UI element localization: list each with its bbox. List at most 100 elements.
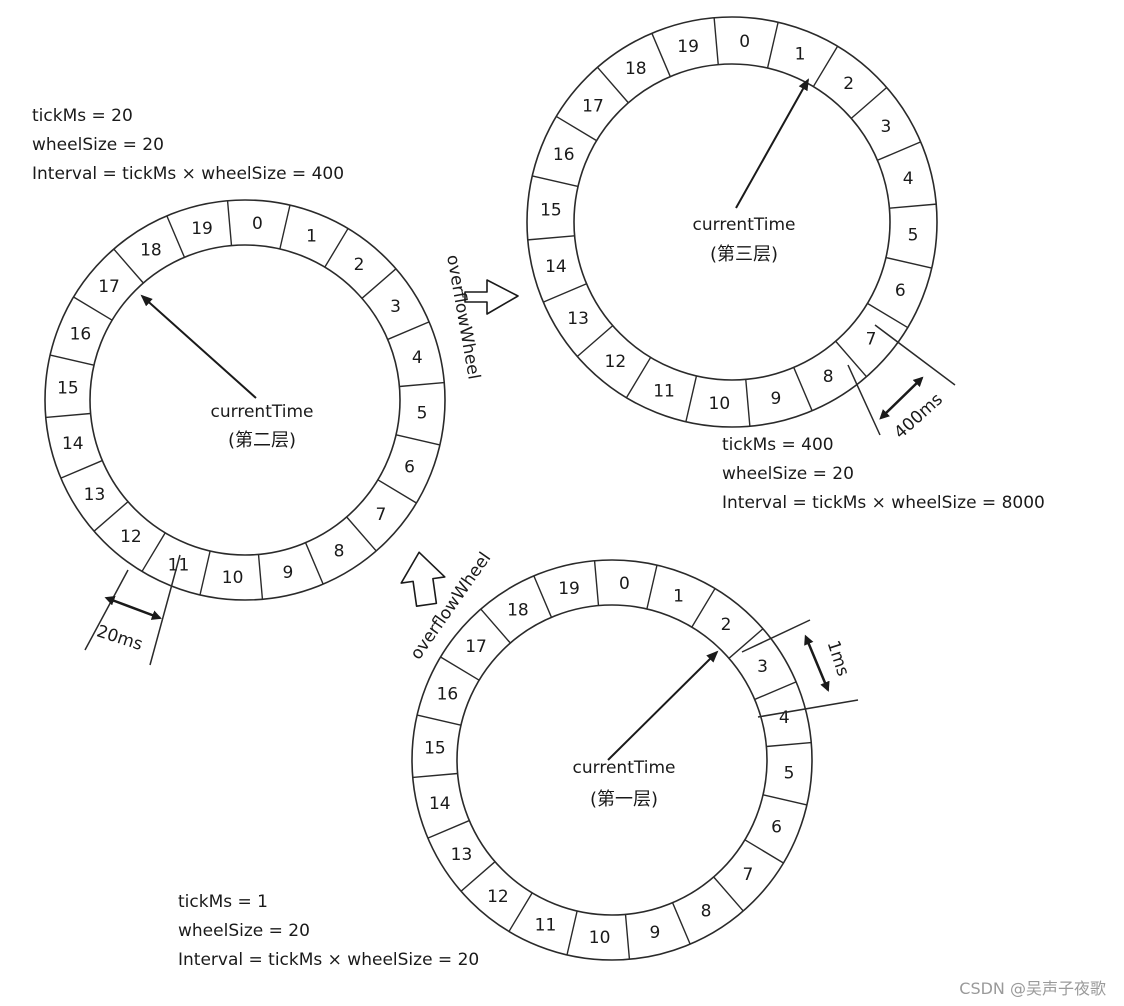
slot-divider xyxy=(440,656,480,681)
slot-divider xyxy=(877,141,921,161)
slot-label-16: 16 xyxy=(437,685,459,705)
layer-label: (第三层) xyxy=(710,244,778,265)
slot-label-17: 17 xyxy=(582,96,604,116)
slot-label-4: 4 xyxy=(779,708,790,728)
param-wheelsize: wheelSize = 20 xyxy=(32,135,164,155)
slot-divider xyxy=(226,200,233,246)
slot-divider xyxy=(45,412,91,419)
slot-divider xyxy=(257,554,264,600)
slot-label-10: 10 xyxy=(589,928,611,948)
slot-label-2: 2 xyxy=(354,255,365,275)
slot-divider xyxy=(377,479,417,504)
slot-divider xyxy=(744,839,784,864)
slot-label-10: 10 xyxy=(709,394,731,414)
slot-label-19: 19 xyxy=(558,579,580,599)
slot-divider xyxy=(713,876,744,912)
slot-label-5: 5 xyxy=(417,403,428,423)
slot-label-8: 8 xyxy=(701,902,712,922)
slot-divider xyxy=(812,45,839,87)
current-time-label: currentTime xyxy=(211,402,314,422)
slot-divider xyxy=(141,532,166,572)
wheel-layer-1-params: tickMs = 1 wheelSize = 20 Interval = tic… xyxy=(178,892,479,970)
slot-label-5: 5 xyxy=(784,763,795,783)
slot-divider xyxy=(361,268,397,299)
tick-span-indicator: 400ms xyxy=(847,324,956,443)
slot-label-0: 0 xyxy=(252,214,263,234)
slot-divider xyxy=(745,379,751,427)
slot-label-11: 11 xyxy=(653,381,675,401)
slot-label-3: 3 xyxy=(390,297,401,317)
slot-label-11: 11 xyxy=(168,556,190,576)
slot-label-13: 13 xyxy=(451,845,473,865)
slot-divider xyxy=(646,564,658,610)
slot-divider xyxy=(543,283,587,303)
slot-label-8: 8 xyxy=(334,542,345,562)
slot-label-18: 18 xyxy=(625,59,647,79)
param-interval: Interval = tickMs × wheelSize = 20 xyxy=(178,950,479,970)
slot-divider xyxy=(166,215,186,258)
slot-divider xyxy=(555,115,597,142)
slot-label-15: 15 xyxy=(57,379,79,399)
slot-divider xyxy=(527,235,575,241)
slot-label-9: 9 xyxy=(650,923,661,943)
slot-label-5: 5 xyxy=(908,226,919,246)
current-time-label: currentTime xyxy=(573,758,676,778)
slot-divider xyxy=(885,256,932,269)
slot-label-6: 6 xyxy=(771,817,782,837)
current-time-pointer xyxy=(735,78,809,209)
slot-divider xyxy=(73,296,113,321)
slot-label-7: 7 xyxy=(866,330,877,350)
tick-span-indicator: 20ms xyxy=(84,554,181,666)
slot-label-14: 14 xyxy=(429,794,451,814)
slot-divider xyxy=(766,741,812,748)
slot-divider xyxy=(593,560,600,606)
slot-label-13: 13 xyxy=(84,485,106,505)
tick-span-label: 1ms xyxy=(823,638,853,679)
slot-label-16: 16 xyxy=(70,325,92,345)
slot-divider xyxy=(460,861,496,892)
slot-divider xyxy=(113,248,144,284)
slot-divider xyxy=(566,910,578,956)
slot-divider xyxy=(304,542,324,585)
param-interval: Interval = tickMs × wheelSize = 8000 xyxy=(722,493,1045,513)
param-interval: Interval = tickMs × wheelSize = 400 xyxy=(32,164,344,184)
slot-divider xyxy=(199,550,211,596)
slot-divider xyxy=(412,772,458,779)
param-wheelsize: wheelSize = 20 xyxy=(722,464,854,484)
slot-label-19: 19 xyxy=(191,219,213,239)
slot-label-15: 15 xyxy=(540,200,562,220)
slot-divider xyxy=(713,17,719,65)
tick-span-label: 400ms xyxy=(890,389,946,443)
slot-divider xyxy=(427,819,470,839)
slot-label-1: 1 xyxy=(306,226,317,246)
ring-outer-edge xyxy=(44,199,446,601)
slot-divider xyxy=(395,434,441,446)
slot-label-17: 17 xyxy=(465,637,487,657)
param-tickms: tickMs = 1 xyxy=(178,892,268,912)
current-time-pointer xyxy=(140,294,257,399)
slot-label-4: 4 xyxy=(412,348,423,368)
ring-inner-edge xyxy=(89,244,401,556)
slot-divider xyxy=(671,902,691,945)
slot-label-7: 7 xyxy=(376,505,387,525)
slot-label-18: 18 xyxy=(507,600,529,620)
slot-divider xyxy=(766,22,779,69)
param-tickms: tickMs = 400 xyxy=(722,435,834,455)
slot-divider xyxy=(399,381,445,388)
slot-divider xyxy=(346,516,377,552)
slot-divider xyxy=(387,321,430,341)
layer-label: (第一层) xyxy=(590,789,658,810)
slot-divider xyxy=(533,575,553,618)
slot-divider xyxy=(624,914,631,960)
slot-label-0: 0 xyxy=(619,574,630,594)
slot-label-18: 18 xyxy=(140,240,162,260)
slot-label-0: 0 xyxy=(739,32,750,52)
slot-label-14: 14 xyxy=(545,257,567,277)
slot-divider xyxy=(889,203,937,209)
overflow-arrow-layer2-to-layer3: overflowWheel xyxy=(442,253,519,381)
slot-divider xyxy=(279,204,291,250)
